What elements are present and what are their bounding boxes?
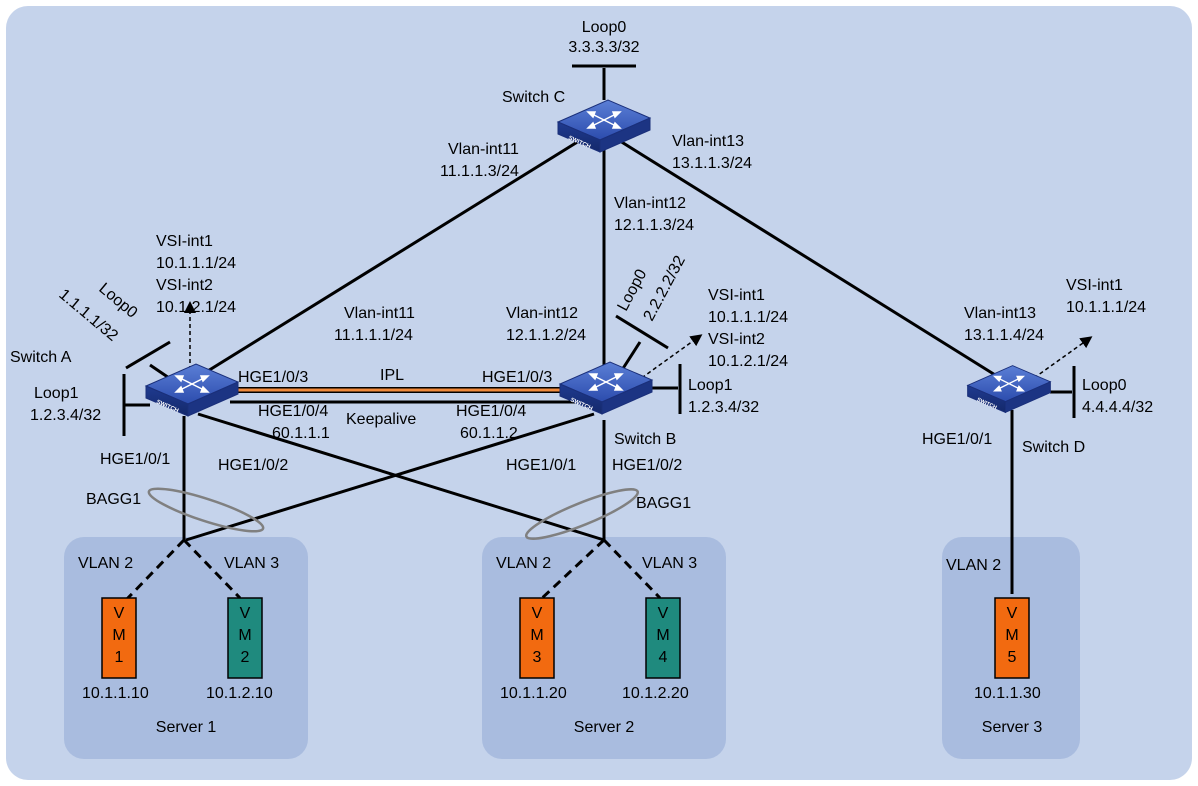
bagg-right-label: BAGG1 bbox=[636, 495, 691, 512]
a-vsi2-name: VSI-int2 bbox=[156, 277, 213, 294]
vm-3-label-1: M bbox=[530, 627, 543, 644]
b-hge103-label: HGE1/0/3 bbox=[482, 369, 552, 386]
server-box-2 bbox=[482, 537, 726, 759]
c-vlan13-name: Vlan-int13 bbox=[672, 133, 744, 150]
bagg-left-label: BAGG1 bbox=[86, 491, 141, 508]
c-vlan11-name: Vlan-int11 bbox=[448, 141, 519, 158]
vm-2-ip: 10.1.2.10 bbox=[206, 685, 273, 702]
s1-vlan2-label: VLAN 2 bbox=[78, 555, 133, 572]
a-vlan11-name: Vlan-int11 bbox=[344, 305, 415, 322]
vm-1-label-0: V bbox=[114, 605, 125, 622]
vm-5-ip: 10.1.1.30 bbox=[974, 685, 1041, 702]
d-loop0-ip: 4.4.4.4/32 bbox=[1082, 399, 1153, 416]
c-vlan12-name: Vlan-int12 bbox=[614, 195, 686, 212]
d-vlan13-name: Vlan-int13 bbox=[964, 305, 1036, 322]
b-vsi2-ip: 10.1.2.1/24 bbox=[708, 353, 788, 370]
vm-4-ip: 10.1.2.20 bbox=[622, 685, 689, 702]
c-vlan13-ip: 13.1.1.3/24 bbox=[672, 155, 752, 172]
d-vsi1-name: VSI-int1 bbox=[1066, 277, 1123, 294]
vm-4-label-1: M bbox=[656, 627, 669, 644]
a-vsi1-ip: 10.1.1.1/24 bbox=[156, 255, 236, 272]
vm-2-label-2: 2 bbox=[241, 649, 250, 666]
vm-1-label-2: 1 bbox=[115, 649, 124, 666]
a-loop0-bar bbox=[125, 340, 171, 370]
a-hge102-link bbox=[197, 412, 605, 542]
link-c-a bbox=[189, 126, 601, 384]
bagg-ring-right bbox=[524, 488, 640, 540]
b-keepalive-ip: 60.1.1.2 bbox=[460, 425, 518, 442]
s2-vlan3-label: VLAN 3 bbox=[642, 555, 697, 572]
server-2-name: Server 2 bbox=[574, 719, 635, 736]
switch-c-name: Switch C bbox=[502, 89, 565, 106]
d-hge101-label: HGE1/0/1 bbox=[922, 431, 992, 448]
s2-vlan3-link bbox=[602, 538, 662, 600]
b-vlan12-ip: 12.1.1.2/24 bbox=[506, 327, 586, 344]
d-vlan13-ip: 13.1.1.4/24 bbox=[964, 327, 1044, 344]
b-loop1-label: Loop1 bbox=[688, 377, 733, 394]
b-hge102-label: HGE1/0/2 bbox=[612, 457, 682, 474]
server-3-name: Server 3 bbox=[982, 719, 1043, 736]
b-vsi2-name: VSI-int2 bbox=[708, 331, 765, 348]
b-loop0-stub bbox=[620, 341, 642, 371]
s2-vlan2-label: VLAN 2 bbox=[496, 555, 551, 572]
vm-4-box: V M 4 bbox=[645, 597, 681, 679]
s3-vlan2-label: VLAN 2 bbox=[946, 557, 1001, 574]
ipl-label: IPL bbox=[380, 367, 404, 384]
vm-1-box: V M 1 bbox=[101, 597, 137, 679]
b-vsi1-ip: 10.1.1.1/24 bbox=[708, 309, 788, 326]
b-vsi-arrow bbox=[635, 334, 703, 383]
a-loop1-label: Loop1 bbox=[34, 385, 79, 402]
server-1-name: Server 1 bbox=[156, 719, 217, 736]
a-hge104-label: HGE1/0/4 bbox=[258, 403, 328, 420]
vm-5-label-1: M bbox=[1005, 627, 1018, 644]
d-vsi1-ip: 10.1.1.1/24 bbox=[1066, 299, 1146, 316]
switch-b-name: Switch B bbox=[614, 431, 676, 448]
vm-3-label-0: V bbox=[532, 605, 543, 622]
b-vsi1-name: VSI-int1 bbox=[708, 287, 765, 304]
a-keepalive-ip: 60.1.1.1 bbox=[272, 425, 330, 442]
bagg-ring-left bbox=[147, 487, 265, 533]
c-vlan11-ip: 11.1.1.3/24 bbox=[440, 163, 519, 180]
vm-3-box: V M 3 bbox=[519, 597, 555, 679]
vm-5-label-0: V bbox=[1007, 605, 1018, 622]
a-hge101-label: HGE1/0/1 bbox=[100, 451, 170, 468]
vm-4-label-2: 4 bbox=[659, 649, 668, 666]
d-loop0-label: Loop0 bbox=[1082, 377, 1127, 394]
vm-2-box: V M 2 bbox=[227, 597, 263, 679]
vm-3-ip: 10.1.1.20 bbox=[500, 685, 567, 702]
switch-a-name: Switch A bbox=[10, 349, 72, 366]
vm-3-label-2: 3 bbox=[533, 649, 542, 666]
a-hge102-label: HGE1/0/2 bbox=[218, 457, 288, 474]
vm-4-label-0: V bbox=[658, 605, 669, 622]
vm-2-label-0: V bbox=[240, 605, 251, 622]
vm-5-box: V M 5 bbox=[994, 597, 1030, 679]
a-loop1-ip: 1.2.3.4/32 bbox=[30, 407, 101, 424]
b-loop1-ip: 1.2.3.4/32 bbox=[688, 399, 759, 416]
c-loop0-ip: 3.3.3.3/32 bbox=[568, 39, 639, 56]
b-hge101-label: HGE1/0/1 bbox=[506, 457, 576, 474]
c-vlan12-ip: 12.1.1.3/24 bbox=[614, 217, 694, 234]
vm-1-label-1: M bbox=[112, 627, 125, 644]
s1-vlan3-label: VLAN 3 bbox=[224, 555, 279, 572]
server-box-1 bbox=[64, 537, 308, 759]
a-hge103-label: HGE1/0/3 bbox=[238, 369, 308, 386]
vm-1-ip: 10.1.1.10 bbox=[82, 685, 149, 702]
d-vsi-arrow bbox=[1033, 336, 1093, 379]
b-hge104-label: HGE1/0/4 bbox=[456, 403, 526, 420]
link-c-d bbox=[611, 134, 1001, 380]
b-loop0-bar bbox=[615, 314, 669, 350]
a-vsi1-name: VSI-int1 bbox=[156, 233, 213, 250]
a-vlan11-ip: 11.1.1.1/24 bbox=[334, 327, 413, 344]
keepalive-label: Keepalive bbox=[346, 411, 416, 428]
vm-2-label-1: M bbox=[238, 627, 251, 644]
vm-5-label-2: 5 bbox=[1008, 649, 1017, 666]
a-vsi2-ip: 10.1.2.1/24 bbox=[156, 299, 236, 316]
b-vlan12-name: Vlan-int12 bbox=[506, 305, 578, 322]
switch-d-name: Switch D bbox=[1022, 439, 1085, 456]
s1-vlan3-link bbox=[182, 538, 242, 600]
c-loop0-label: Loop0 bbox=[582, 19, 627, 36]
